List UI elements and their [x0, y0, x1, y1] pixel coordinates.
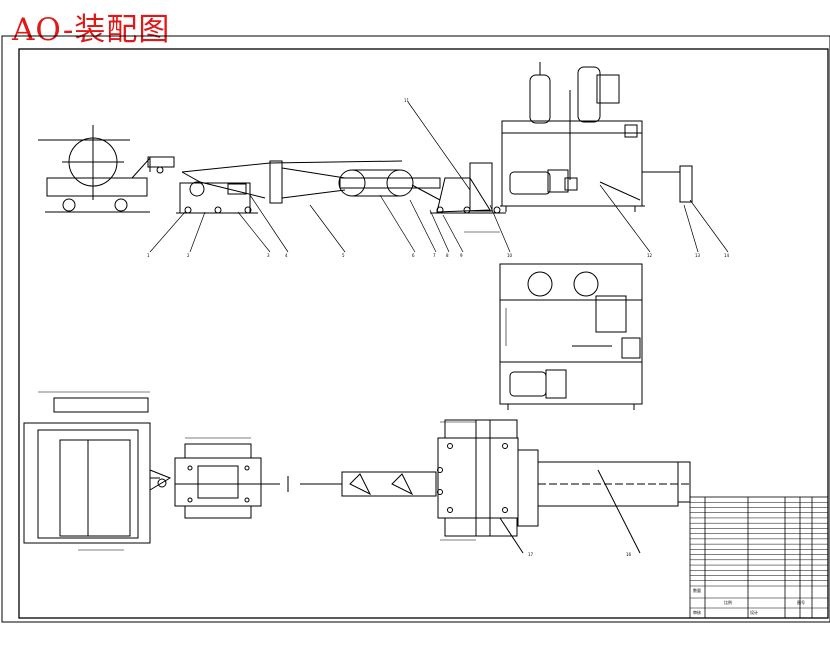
- callout-16: 16: [626, 552, 632, 557]
- callout-4: 4: [285, 253, 288, 258]
- title-block: [689, 496, 829, 619]
- callout-5: 5: [342, 253, 345, 258]
- tb-label-drawing-no: 图号: [797, 599, 805, 605]
- drawing-title: AO-装配图: [12, 12, 171, 48]
- callout-1: 1: [147, 253, 150, 258]
- tb-label-scale: 比例: [724, 599, 732, 605]
- callout-8: 8: [446, 253, 449, 258]
- callout-6: 6: [412, 253, 415, 258]
- callout-11: 11: [404, 98, 410, 103]
- plan-view: [23, 231, 691, 554]
- elevation-leaders: [149, 101, 729, 253]
- drawing-frame: [1, 35, 830, 623]
- callout-17: 17: [528, 552, 534, 557]
- callout-14: 14: [724, 253, 730, 258]
- tb-label-quantity: 数量: [693, 587, 701, 593]
- callout-13: 13: [695, 253, 701, 258]
- callout-2: 2: [187, 253, 190, 258]
- callout-10: 10: [507, 253, 513, 258]
- extension-arm-plan: [499, 461, 691, 554]
- hydraulic-unit: [500, 62, 693, 212]
- coil-plan: [23, 397, 172, 544]
- roller-pair-plan: [300, 471, 437, 497]
- hydraulic-side-view: [499, 263, 643, 410]
- tb-label-design: 设计: [750, 609, 758, 615]
- callout-12: 12: [647, 253, 653, 258]
- drive-base-plan: [437, 419, 539, 537]
- dimensions: [38, 231, 507, 551]
- callout-7: 7: [433, 253, 436, 258]
- coil-cart: [38, 125, 175, 213]
- callout-9: 9: [460, 253, 463, 258]
- callout-3: 3: [267, 253, 270, 258]
- elevation-view: [38, 62, 729, 253]
- tb-label-review: 审核: [693, 609, 701, 615]
- conveyor-arm: [181, 160, 441, 204]
- drive-stand: [430, 162, 506, 214]
- roll-stand-plan: [174, 443, 289, 519]
